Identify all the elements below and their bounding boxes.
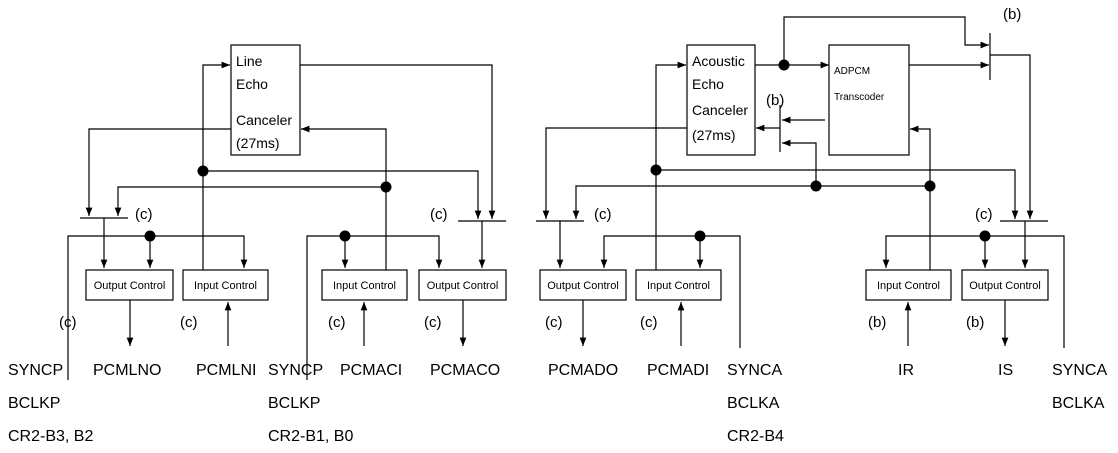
line-echo-canceler-block: Line Echo Canceler (27ms) — [230, 44, 301, 156]
adpcm-label-2: Transcoder — [834, 92, 885, 103]
control-c-label: (c) — [640, 314, 658, 331]
control-b-label: (b) — [966, 314, 984, 331]
control-c-label: (c) — [59, 314, 77, 331]
junction-dot — [810, 180, 822, 192]
lec-out-wire — [300, 64, 496, 219]
switch-c-label: (c) — [975, 206, 993, 223]
syncp-label: SYNCP — [268, 362, 323, 379]
svg-text:Input Control: Input Control — [877, 280, 940, 292]
bclka-label: BCLKA — [1052, 395, 1105, 412]
control-c-label: (c) — [424, 314, 442, 331]
switch-b-label: (b) — [766, 92, 784, 109]
switch-c-label: (c) — [430, 206, 448, 223]
junction-dot — [979, 230, 991, 242]
lec-to-switch-wire — [85, 128, 231, 216]
aec-label-2: Echo — [692, 76, 724, 92]
aci-bus-wire — [114, 186, 386, 216]
pcmadi-label: PCMADI — [647, 362, 709, 379]
cr2-b1-b0-label: CR2-B1, B0 — [268, 428, 353, 445]
line-echo-section: Line Echo Canceler (27ms) Output Control… — [8, 44, 507, 445]
svg-text:Output Control: Output Control — [94, 280, 166, 292]
input-control-ir: Input Control — [865, 269, 952, 301]
control-c-label: (c) — [328, 314, 346, 331]
output-control-is: Output Control — [961, 269, 1049, 301]
junction-dot — [694, 230, 706, 242]
synca-label: SYNCA — [1052, 362, 1107, 379]
pcmlno-label: PCMLNO — [93, 362, 161, 379]
pcmado-label: PCMADO — [548, 362, 618, 379]
svg-text:Input Control: Input Control — [647, 280, 710, 292]
aec-label-4: (27ms) — [692, 127, 736, 143]
bclkp-label: BCLKP — [8, 395, 60, 412]
svg-text:Input Control: Input Control — [333, 280, 396, 292]
line-echo-label-1: Line — [236, 53, 263, 69]
adpcm-label-1: ADPCM — [834, 66, 870, 77]
lni-bus-wire — [203, 170, 482, 219]
adpcm-transcoder-block: ADPCM Transcoder — [828, 44, 910, 156]
junction-dot — [144, 230, 156, 242]
pcmaci-label: PCMACI — [340, 362, 402, 379]
output-control-lno: Output Control — [85, 269, 174, 301]
acoustic-echo-section: Acoustic Echo Canceler (27ms) ADPCM Tran… — [536, 6, 1107, 445]
aci-to-lec-wire — [301, 125, 387, 270]
ir-label: IR — [898, 362, 914, 379]
line-echo-label-2: Echo — [236, 76, 268, 92]
svg-text:Output Control: Output Control — [969, 280, 1041, 292]
input-control-lni: Input Control — [182, 269, 269, 301]
acoustic-echo-canceler-block: Acoustic Echo Canceler (27ms) — [686, 44, 756, 156]
control-c-label: (c) — [545, 314, 563, 331]
output-control-ado: Output Control — [539, 269, 627, 301]
control-c-label: (c) — [180, 314, 198, 331]
svg-text:Output Control: Output Control — [547, 280, 619, 292]
junction-dot — [339, 230, 351, 242]
bclka-label: BCLKA — [727, 395, 780, 412]
bclkp-label: BCLKP — [268, 395, 320, 412]
pcmaco-label: PCMACO — [430, 362, 500, 379]
control-b-label: (b) — [868, 314, 886, 331]
switch-b-label: (b) — [1003, 6, 1021, 23]
junction-dot — [380, 181, 392, 193]
line-echo-label-4: (27ms) — [236, 135, 280, 151]
input-control-aci: Input Control — [321, 269, 408, 301]
svg-text:Input Control: Input Control — [194, 280, 257, 292]
switch-c-label: (c) — [594, 206, 612, 223]
is-label: IS — [998, 362, 1013, 379]
svg-text:Output Control: Output Control — [427, 280, 499, 292]
line-echo-label-3: Canceler — [236, 112, 292, 128]
aec-label-1: Acoustic — [692, 53, 745, 69]
input-control-adi: Input Control — [635, 269, 722, 301]
output-control-aco: Output Control — [418, 269, 507, 301]
switch-c-label: (c) — [135, 206, 153, 223]
junction-dot — [650, 164, 662, 176]
synca-label: SYNCA — [727, 362, 782, 379]
pcmlni-label: PCMLNI — [196, 362, 256, 379]
cr2-b4-label: CR2-B4 — [727, 428, 784, 445]
aec-label-3: Canceler — [692, 102, 748, 118]
cr2-b3-b2-label: CR2-B3, B2 — [8, 428, 93, 445]
junction-dot — [197, 165, 209, 177]
junction-dot — [778, 59, 790, 71]
syncp-label: SYNCP — [8, 362, 63, 379]
lni-to-lec-wire — [202, 61, 230, 270]
